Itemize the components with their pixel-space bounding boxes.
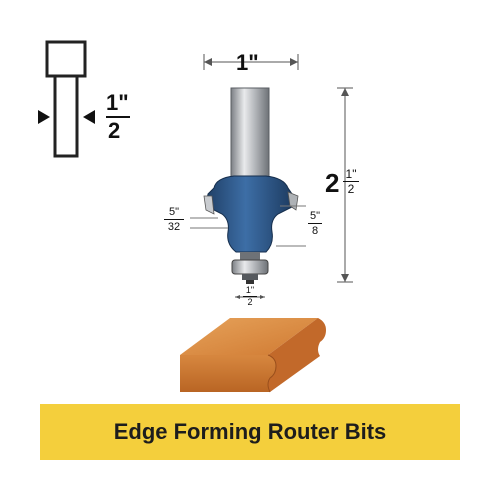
radius-denominator: 32	[167, 221, 181, 233]
product-title: Edge Forming Router Bits	[113, 419, 387, 444]
radius-numerator: 5"	[168, 206, 180, 218]
radius-dimension: 5" 32	[164, 206, 184, 233]
bearing-denominator: 2	[247, 297, 253, 307]
height-fraction-bar	[343, 181, 359, 182]
height-fraction-numerator: 1"	[345, 167, 357, 181]
cut-depth-fraction-bar	[308, 223, 322, 224]
shank-size-whole: 1"	[106, 90, 129, 115]
width-dimension-label: 1"	[236, 50, 259, 75]
width-dimension-line	[203, 54, 299, 70]
cut-depth-dimension: 5" 8	[308, 210, 322, 237]
bearing-fraction-bar	[243, 296, 257, 297]
title-banner: Edge Forming Router Bits	[40, 404, 460, 460]
shank-icon	[38, 40, 95, 158]
height-dimension-fraction: 1" 2	[343, 168, 359, 195]
cut-depth-leader	[276, 205, 306, 247]
height-dimension-whole: 2	[325, 168, 340, 198]
cut-depth-denominator: 8	[311, 225, 319, 237]
shank-size-denominator: 2	[108, 118, 121, 143]
router-bit	[203, 87, 299, 284]
shank-fraction-bar	[106, 116, 130, 118]
bearing-dimension: 1" 2	[243, 286, 257, 307]
bearing-numerator: 1"	[245, 285, 255, 295]
wood-profile-sample	[180, 318, 326, 393]
radius-fraction-bar	[164, 219, 184, 220]
cut-depth-numerator: 5"	[309, 210, 321, 222]
radius-leader	[190, 217, 228, 229]
bearing-dimension-line	[235, 295, 265, 299]
height-dimension-line	[337, 87, 353, 283]
height-fraction-denominator: 2	[347, 182, 355, 196]
